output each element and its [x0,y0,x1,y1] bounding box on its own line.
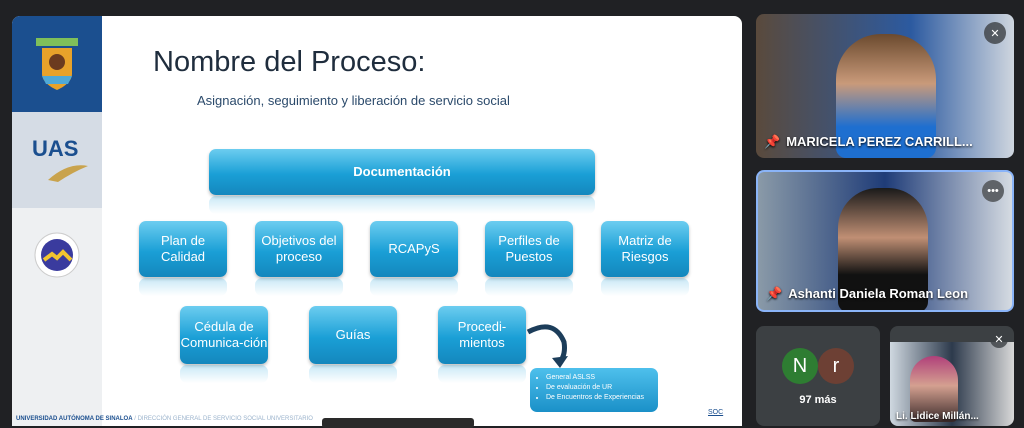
mic-off-icon: ✕ [984,22,1006,44]
procedure-item: De Encuentros de Experiencias [546,393,652,403]
procedimientos-box: Procedi-mientos [438,306,526,364]
perfiles-box: Perfiles de Puestos [485,221,573,277]
procedure-item: General ASLSS [546,373,652,383]
procedures-list: General ASLSS De evaluación de UR De Enc… [530,368,658,412]
pin-icon: 📌 [766,286,783,301]
cedula-box: Cédula de Comunica-ción [180,306,268,364]
mic-off-icon: ✕ [990,330,1008,348]
participant-tile[interactable]: ✕ Li. Lidice Millán... [890,326,1014,426]
presentation-slide: UAS Nombre del Proceso: Asignación, segu… [12,16,742,426]
participant-name: Li. Lidice Millán... [896,411,979,422]
matriz-box: Matriz de Riesgos [601,221,689,277]
procedure-item: De evaluación de UR [546,383,652,393]
avatar: r [818,348,854,384]
more-count: 97 más [799,394,837,406]
coat-of-arms-logo [36,38,78,90]
sidebar-band-grey: UAS [12,112,102,208]
documentation-box: Documentación [209,149,595,195]
sidebar-band-light [12,208,102,426]
slide-subtitle: Asignación, seguimiento y liberación de … [197,93,510,108]
plan-calidad-box: Plan de Calidad [139,221,227,277]
guias-box: Guías [309,306,397,364]
curved-arrow-icon [526,324,568,368]
avatar: N [782,348,818,384]
soc-link[interactable]: SOC [708,409,724,416]
participant-tile[interactable]: ✕ 📌 MARICELA PEREZ CARRILL... [756,14,1014,158]
more-options-icon[interactable]: ••• [982,180,1004,202]
person-silhouette [910,356,958,422]
service-logo [34,232,80,278]
eagle-wing-icon [48,165,88,182]
participant-name-text: MARICELA PEREZ CARRILL... [786,134,973,149]
participant-tile-active[interactable]: ••• 📌 Ashanti Daniela Roman Leon [756,170,1014,312]
participant-name: 📌 Ashanti Daniela Roman Leon [766,286,968,302]
participant-name: 📌 MARICELA PEREZ CARRILL... [764,134,973,150]
objetivos-box: Objetivos del proceso [255,221,343,277]
video-feed [836,34,936,158]
slide-footer: UNIVERSIDAD AUTÓNOMA DE SINALOA / DIRECC… [16,416,313,422]
rcapys-box: RCAPyS [370,221,458,277]
presentation-toolbar[interactable] [322,418,474,428]
sidebar-band-blue [12,16,102,112]
more-participants-tile[interactable]: N r 97 más [756,326,880,426]
footer-department: DIRECCIÓN GENERAL DE SERVICIO SOCIAL UNI… [137,416,313,422]
footer-separator: / [132,416,138,422]
video-feed [838,188,928,310]
uas-logo: UAS [32,136,79,161]
footer-university: UNIVERSIDAD AUTÓNOMA DE SINALOA [16,416,133,422]
pin-icon: 📌 [764,134,781,149]
participant-name-text: Ashanti Daniela Roman Leon [788,286,969,301]
slide-title: Nombre del Proceso: [153,46,426,78]
